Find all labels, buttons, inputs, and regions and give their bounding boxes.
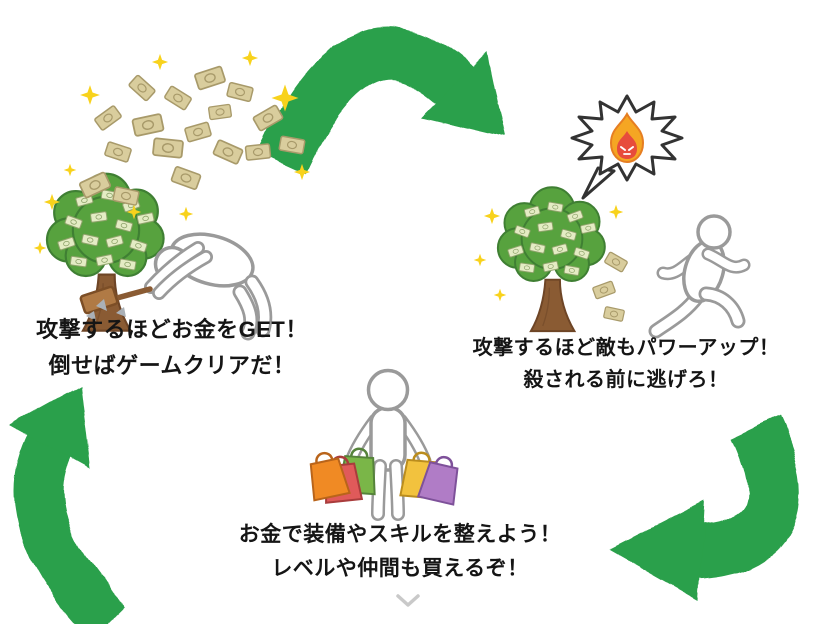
caption-attack-money: 攻撃するほどお金をGET！ 倒せばゲームクリアだ！	[0, 312, 344, 383]
caption-enemy-line2: 殺される前に逃げろ！	[523, 369, 729, 392]
caption-shopping: お金で装備やスキルを整えよう！ レベルや仲間も買えるぞ！	[196, 518, 604, 586]
caption-enemy-line1: 攻撃するほど敵もパワーアップ！	[472, 337, 780, 359]
anger-speech-bubble	[570, 94, 684, 200]
impact-debris	[86, 299, 126, 321]
stage-shopping	[309, 368, 459, 521]
bag-purple-icon	[416, 455, 459, 506]
running-person	[648, 214, 751, 339]
cycle-arrow-left	[10, 385, 127, 624]
scroll-down-chevron[interactable]	[392, 592, 424, 612]
stage-attack-money-tree	[33, 49, 311, 341]
shopping-bags	[309, 447, 459, 506]
caption-attack-line1: 攻撃するほどお金をGET！	[36, 317, 308, 342]
cycle-arrow-right	[610, 416, 801, 600]
caption-shop-line2: レベルや仲間も買えるぞ！	[271, 557, 529, 581]
shopper-person	[344, 368, 432, 521]
attacker-figure	[79, 232, 273, 341]
caption-enemy-powerup: 攻撃するほど敵もパワーアップ！ 殺される前に逃げろ！	[436, 332, 816, 397]
stage-enemy-power-up	[473, 94, 751, 339]
fire-icon	[609, 111, 645, 164]
bag-orange-icon	[309, 451, 351, 502]
caption-shop-line1: お金で装備やスキルを整えよう！	[238, 523, 562, 546]
cycle-arrow-top	[258, 28, 506, 173]
caption-attack-line2: 倒せばゲームクリアだ！	[48, 352, 296, 378]
